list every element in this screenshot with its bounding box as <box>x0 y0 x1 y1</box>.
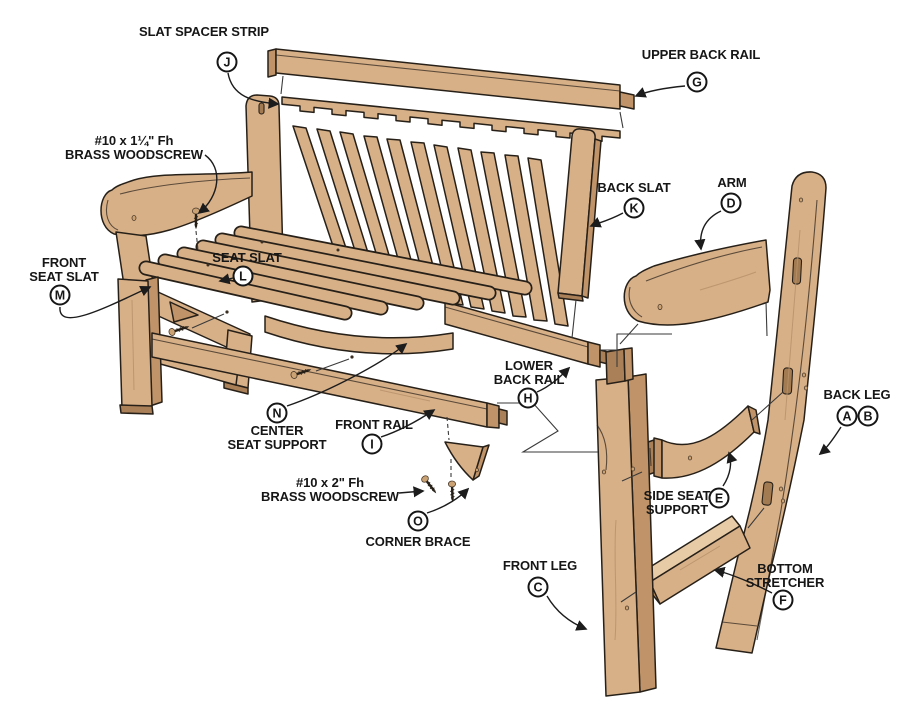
label-side-seat-support: SIDE SEAT SUPPORT <box>644 489 711 517</box>
label-seat-slat: SEAT SLAT <box>212 250 282 265</box>
label-text: BRASS WOODSCREW <box>261 488 399 504</box>
part-letter-j: J <box>216 51 238 73</box>
leader-upper-back-rail <box>634 85 686 98</box>
leader-side-seat-support <box>722 451 738 487</box>
corner-brace-part <box>444 441 490 481</box>
label-front-leg: FRONT LEG <box>503 559 577 573</box>
leader-bottom-stretcher <box>713 566 773 594</box>
label-text: BACK LEG <box>823 387 891 402</box>
label-text: STRETCHER <box>745 574 825 590</box>
label-text: #10 x 2" Fh <box>296 475 364 490</box>
label-back-leg: BACK LEG <box>823 388 890 402</box>
upper-back-rail-part <box>267 48 635 110</box>
label-text: FRONT <box>41 255 87 270</box>
label-text: SIDE SEAT <box>643 488 711 503</box>
center-seat-support-part <box>264 315 454 355</box>
arm-part <box>623 239 771 326</box>
label-text: SUPPORT <box>645 501 709 517</box>
woodscrew-icon <box>419 473 441 497</box>
label-upper-back-rail: UPPER BACK RAIL <box>641 47 761 62</box>
label-text: LOWER <box>505 358 553 373</box>
label-arm: ARM <box>717 176 746 190</box>
leader-arm <box>694 210 722 251</box>
part-letter-k: K <box>623 197 645 219</box>
leader-front-leg <box>546 595 588 631</box>
leader-front-rail <box>380 409 436 438</box>
label-text: BACK RAIL <box>493 371 565 387</box>
label-corner-brace: CORNER BRACE <box>366 535 471 549</box>
front-leg-part <box>595 347 657 697</box>
label-text: CENTER <box>250 423 304 438</box>
part-letter-o: O <box>407 510 429 532</box>
label-text: ARM <box>717 175 747 190</box>
corner-brace-assembled <box>169 301 199 323</box>
part-letter-a: A <box>836 405 858 427</box>
label-brass-woodscrew-large: #10 x 2" Fh BRASS WOODSCREW <box>261 476 399 504</box>
label-slat-spacer-strip: SLAT SPACER STRIP <box>139 25 269 39</box>
leader-center-seat-support <box>286 342 408 407</box>
front-leg-left <box>117 276 163 415</box>
label-text: BACK SLAT <box>597 180 671 195</box>
leader-woodscrew-small <box>197 154 218 215</box>
part-letter-l: L <box>232 265 254 287</box>
label-back-slat: BACK SLAT <box>597 181 670 195</box>
label-text: FRONT LEG <box>502 558 578 573</box>
part-letter-n: N <box>266 402 288 424</box>
part-letter-m: M <box>49 284 71 306</box>
leader-slat-spacer-strip <box>227 72 280 109</box>
label-text: BRASS WOODSCREW <box>65 146 203 162</box>
leader-seat-slat <box>218 273 234 285</box>
leader-front-seat-slat <box>59 285 152 319</box>
part-letter-f: F <box>772 589 794 611</box>
label-text: SEAT SUPPORT <box>227 436 327 452</box>
label-brass-woodscrew-small: #10 x 1¼" Fh BRASS WOODSCREW <box>65 134 203 162</box>
label-center-seat-support: CENTER SEAT SUPPORT <box>228 424 327 452</box>
part-letter-i: I <box>361 433 383 455</box>
part-letter-e: E <box>708 487 730 509</box>
leader-back-leg <box>818 426 842 456</box>
label-lower-back-rail: LOWER BACK RAIL <box>494 359 565 387</box>
label-bottom-stretcher: BOTTOM STRETCHER <box>746 562 825 590</box>
part-letter-g: G <box>686 71 708 93</box>
label-text: SLAT SPACER STRIP <box>139 24 269 39</box>
label-text: UPPER BACK RAIL <box>641 47 761 62</box>
label-text: CORNER BRACE <box>365 534 471 549</box>
back-leg-part <box>715 171 827 654</box>
part-letter-d: D <box>720 192 742 214</box>
label-text: SEAT SLAT <box>29 268 99 284</box>
label-leaders <box>59 72 842 631</box>
label-front-rail: FRONT RAIL <box>335 418 413 432</box>
back-slat-part <box>557 128 602 302</box>
label-text: SEAT SLAT <box>212 250 282 265</box>
label-text: #10 x 1¼" Fh <box>94 133 174 148</box>
label-text: FRONT RAIL <box>335 417 413 432</box>
front-rail-part <box>151 332 508 429</box>
slat-spacer-strip-part <box>281 96 621 142</box>
back-slats <box>292 125 569 327</box>
part-letter-b: B <box>857 405 879 427</box>
seat-slats <box>138 225 533 321</box>
leader-corner-brace <box>426 487 470 514</box>
part-letter-c: C <box>527 576 549 598</box>
label-text: BOTTOM <box>757 561 813 576</box>
label-front-seat-slat: FRONT SEAT SLAT <box>29 255 99 284</box>
side-seat-support-part <box>641 405 761 479</box>
leader-lower-back-rail <box>536 366 571 393</box>
leader-woodscrew-large <box>398 486 425 498</box>
leader-back-slat <box>589 212 624 228</box>
part-letter-h: H <box>517 387 539 409</box>
